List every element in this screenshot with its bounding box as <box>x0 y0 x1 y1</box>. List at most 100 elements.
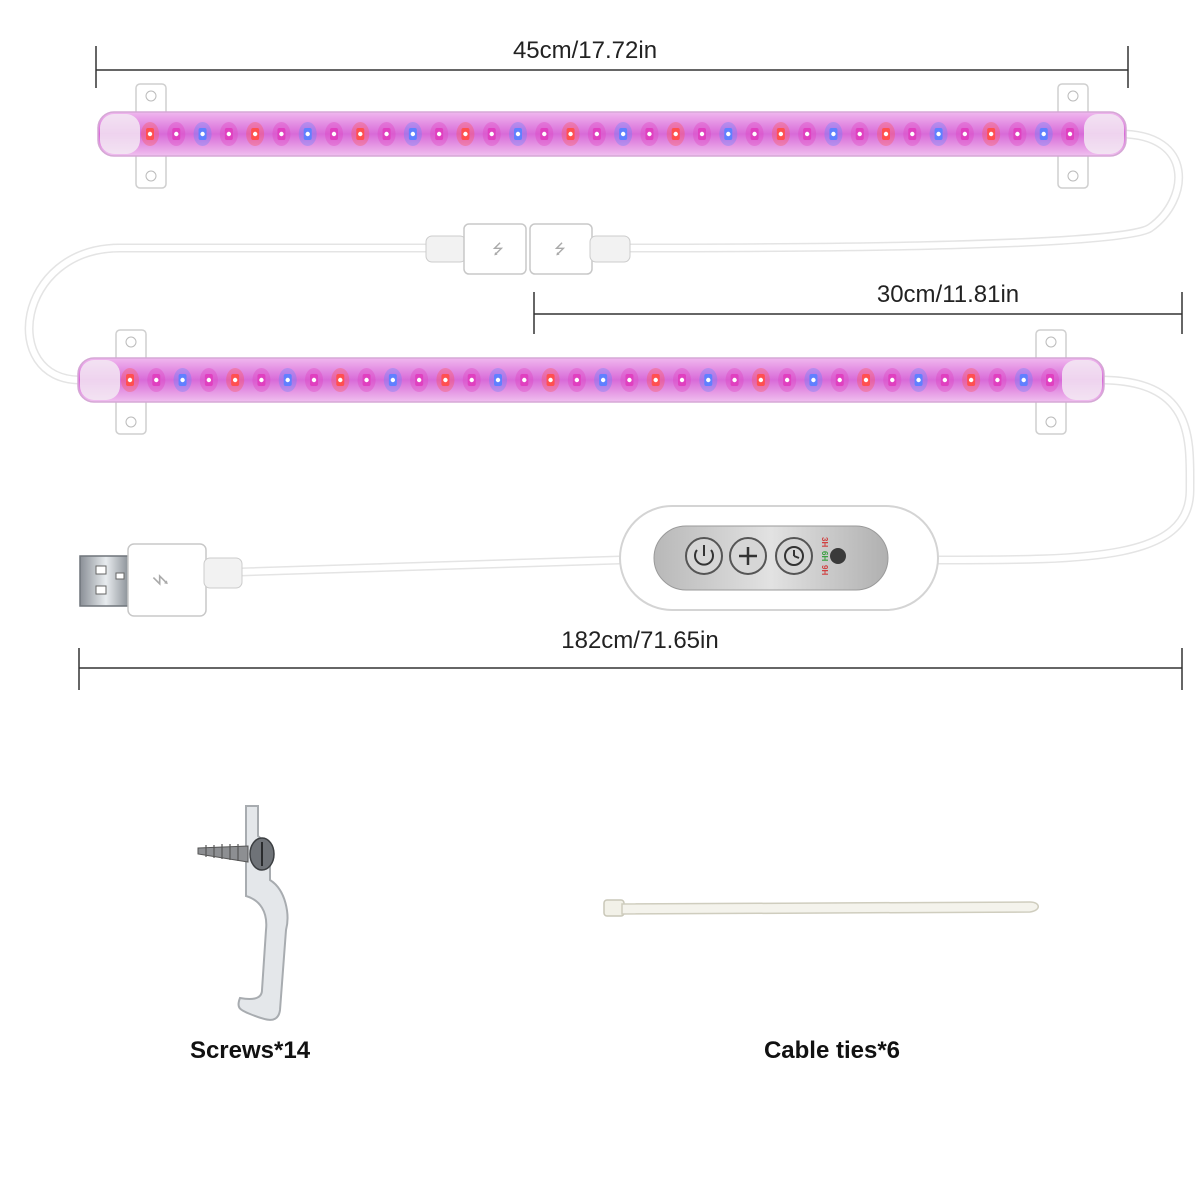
led-core <box>890 377 895 383</box>
clock-icon <box>784 546 804 566</box>
led-core <box>1041 131 1046 137</box>
led-core <box>180 377 185 383</box>
cables-core <box>26 131 1194 575</box>
led-core <box>252 131 258 137</box>
cables <box>24 129 1195 577</box>
led-row <box>121 368 1059 392</box>
timer-label-6h: 6H <box>820 551 829 561</box>
end-cap <box>1062 360 1102 400</box>
timer-label-3h: 3H <box>820 537 829 547</box>
power-button[interactable] <box>685 537 723 575</box>
led-core <box>594 131 600 137</box>
led-core <box>305 131 310 137</box>
led-core <box>384 131 389 137</box>
cable-tie-head <box>603 899 625 917</box>
led-core <box>489 131 494 137</box>
led-core <box>804 131 810 137</box>
led-core <box>469 377 474 383</box>
dimension-connector-cable: 30cm/11.81in <box>533 281 1183 334</box>
led-core <box>147 131 153 137</box>
inline-controller: 3H 6H 9H <box>619 505 939 611</box>
led-core <box>778 131 784 137</box>
bracket-hole <box>125 336 137 348</box>
led-core <box>647 131 652 137</box>
led-core <box>568 131 573 137</box>
cable-tie-accessory: Cable ties*6 <box>603 899 1039 1064</box>
led-core <box>811 377 816 383</box>
led-core <box>358 131 363 137</box>
led-core <box>653 377 658 383</box>
led-core <box>988 131 994 137</box>
led-core <box>968 377 974 383</box>
led-core <box>1067 131 1073 137</box>
end-cap <box>1084 114 1124 154</box>
led-core <box>279 131 284 137</box>
led-core <box>522 377 527 383</box>
usb-coupler: ⭍ ⭍ <box>425 223 631 275</box>
led-core <box>574 377 580 383</box>
light-strip-top <box>97 83 1127 189</box>
usb-metal-connector <box>79 555 133 607</box>
dimension-power-cable: 182cm/71.65in <box>78 627 1183 690</box>
led-core <box>515 131 521 137</box>
screw-thread <box>205 844 239 861</box>
led-core <box>962 131 968 137</box>
strip-length-label: 45cm/17.72in <box>513 37 657 64</box>
led-core <box>1015 131 1020 137</box>
led-core <box>600 377 606 383</box>
strip-tube <box>77 357 1105 403</box>
led-core <box>311 377 317 383</box>
led-core <box>706 377 711 383</box>
led-core <box>338 377 343 383</box>
connector-cable-label: 30cm/11.81in <box>877 281 1019 308</box>
led-core <box>285 377 290 383</box>
led-core <box>620 131 626 137</box>
led-core <box>627 377 632 383</box>
led-row <box>141 122 1079 146</box>
bracket-hole <box>1067 90 1079 102</box>
light-strip-bottom <box>77 329 1105 435</box>
led-core <box>232 377 238 383</box>
led-core <box>436 131 442 137</box>
led-core <box>463 131 468 137</box>
led-core <box>942 377 948 383</box>
cable-sleeve <box>425 235 467 263</box>
led-core <box>910 131 915 137</box>
led-core <box>916 377 921 383</box>
led-core <box>416 377 422 383</box>
power-cable-label: 182cm/71.65in <box>561 627 718 654</box>
led-core <box>127 377 133 383</box>
bracket-hole <box>145 170 157 182</box>
dimension-strip-length: 45cm/17.72in <box>95 37 1129 88</box>
led-core <box>673 131 678 137</box>
led-core <box>495 377 501 383</box>
led-core <box>331 131 337 137</box>
brightness-plus-button[interactable] <box>729 537 767 575</box>
led-core <box>542 131 547 137</box>
led-core <box>699 131 705 137</box>
led-core <box>154 377 159 383</box>
power-icon <box>694 549 714 566</box>
bracket-hole <box>1045 336 1057 348</box>
end-cap <box>80 360 120 400</box>
led-core <box>174 131 179 137</box>
led-core <box>1021 377 1026 383</box>
screws-caption: Screws*14 <box>190 1037 311 1064</box>
led-core <box>883 131 889 137</box>
led-core <box>679 377 685 383</box>
led-core <box>206 377 212 383</box>
led-core <box>837 377 842 383</box>
timer-label-9h: 9H <box>820 565 829 575</box>
timer-button[interactable] <box>775 537 813 575</box>
cable-sleeve <box>203 557 243 589</box>
led-core <box>726 131 731 137</box>
led-core <box>410 131 416 137</box>
cable-sleeve <box>589 235 631 263</box>
usb-male-plug <box>463 223 527 275</box>
led-core <box>259 377 264 383</box>
led-core <box>831 131 836 137</box>
bracket-hole <box>125 416 137 428</box>
led-core <box>732 377 737 383</box>
cable-ties-caption: Cable ties*6 <box>764 1037 900 1064</box>
